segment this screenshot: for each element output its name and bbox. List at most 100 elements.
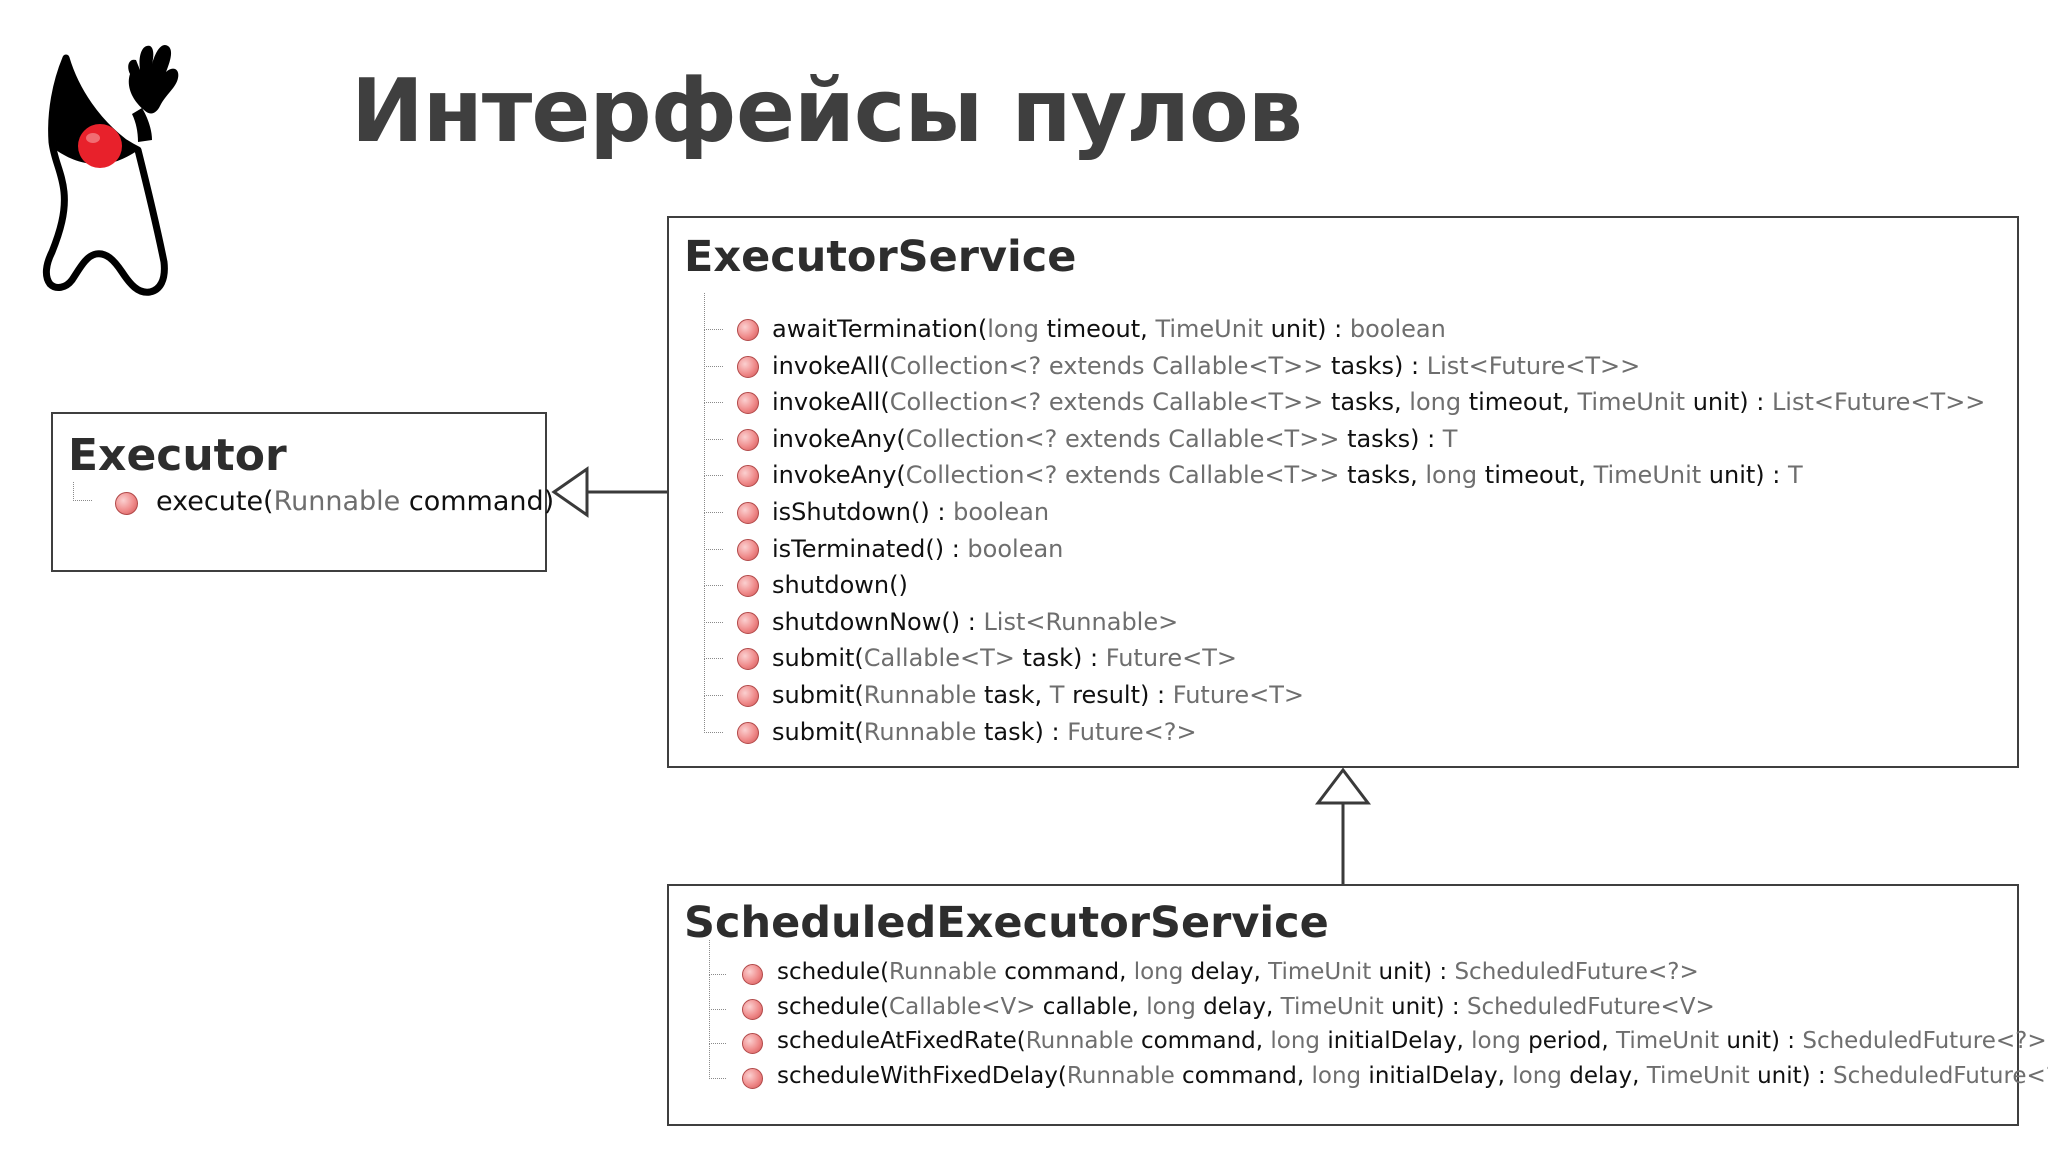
tree-connector [704, 549, 723, 587]
name-token: command, [1174, 1062, 1312, 1089]
inheritance-arrowhead-executor-service [1314, 767, 1372, 805]
tree-connector [704, 622, 723, 660]
public-method-icon [742, 998, 763, 1020]
name-token: tasks, [1339, 461, 1426, 490]
type-token: ScheduledFuture<?> [1454, 959, 1699, 985]
name-token: submit( [772, 680, 864, 709]
interface-name: ExecutorService [684, 232, 1077, 282]
name-token: invokeAny( [772, 424, 906, 453]
method-signature: scheduleWithFixedDelay(Runnable command,… [777, 1063, 2048, 1089]
public-method-icon [737, 501, 759, 524]
name-token: unit) : [1263, 315, 1350, 343]
name-token: timeout, [1461, 388, 1578, 417]
method-signature: submit(Runnable task, T result) : Future… [772, 681, 1304, 709]
type-token: Collection<? extends Callable<T>> [889, 351, 1324, 380]
public-method-icon [737, 428, 759, 451]
name-token: shutdown() [772, 571, 908, 600]
type-token: ScheduledFuture<?> [1802, 1028, 2047, 1054]
type-token: Runnable [273, 486, 401, 517]
name-token: delay, [1195, 993, 1281, 1020]
method-signature: shutdownNow() : List<Runnable> [772, 608, 1178, 636]
name-token: schedule( [777, 959, 890, 985]
public-method-icon [737, 648, 759, 671]
name-token: delay, [1561, 1062, 1647, 1089]
interface-name: Executor [68, 430, 287, 481]
name-token: task) : [1014, 644, 1106, 673]
tree-connector [704, 329, 723, 367]
public-method-icon [737, 721, 759, 744]
name-token: execute( [156, 486, 274, 517]
name-token: invokeAny( [772, 461, 906, 490]
method-signature: shutdown() [772, 571, 908, 599]
type-token: Runnable [1066, 1062, 1175, 1089]
method-signature: submit(Callable<T> task) : Future<T> [772, 644, 1237, 672]
type-token: TimeUnit [1280, 993, 1384, 1020]
name-token: shutdownNow() : [772, 607, 984, 636]
name-token: unit) : [1749, 1062, 1834, 1089]
type-token: T [1049, 680, 1065, 709]
name-token: scheduleWithFixedDelay( [777, 1062, 1067, 1089]
name-token: schedule( [777, 993, 890, 1020]
slide-title: Интерфейсы пулов [351, 60, 1303, 162]
public-method-icon [742, 1033, 763, 1054]
name-token: awaitTermination( [772, 315, 988, 343]
type-token: TimeUnit [1646, 1062, 1750, 1089]
type-token: Future<T> [1105, 644, 1238, 673]
type-token: Collection<? extends Callable<T>> [905, 461, 1340, 490]
tree-connector [704, 585, 723, 623]
public-method-icon [737, 319, 759, 341]
name-token: unit) : [1701, 461, 1789, 490]
interface-scheduled-executor-service: ScheduledExecutorService schedule(Runnab… [667, 884, 2048, 1126]
tree-connector [704, 475, 723, 513]
name-token: invokeAll( [772, 388, 890, 417]
public-method-icon [115, 492, 138, 515]
name-token: submit( [772, 644, 864, 673]
name-token: tasks, [1323, 388, 1410, 417]
type-token: List<Future<T>> [1771, 388, 1986, 417]
tree-connector [709, 1043, 726, 1079]
interface-executor: Executor execute(Runnable command) [51, 412, 554, 572]
tree-connector [704, 439, 723, 477]
name-token: unit) : [1383, 993, 1467, 1020]
type-token: Runnable [863, 717, 977, 746]
tree-connector [73, 482, 92, 501]
type-token: TimeUnit [1616, 1028, 1720, 1054]
name-token: unit) : [1719, 1028, 1803, 1054]
type-token: boolean [967, 534, 1064, 563]
type-token: Runnable [889, 959, 997, 985]
name-token: command, [996, 959, 1134, 985]
public-method-icon [742, 964, 763, 985]
type-token: T [1788, 461, 1803, 490]
method-signature: execute(Runnable command) [156, 486, 554, 517]
name-token: delay, [1183, 959, 1269, 985]
tree-connector [704, 366, 723, 404]
type-token: long [1146, 993, 1196, 1020]
type-token: Future<T> [1172, 680, 1305, 709]
type-token: Collection<? extends Callable<T>> [905, 424, 1340, 453]
public-method-icon [742, 1067, 763, 1089]
public-method-icon [737, 684, 759, 707]
name-token: unit) : [1685, 388, 1772, 417]
type-token: TimeUnit [1593, 461, 1702, 490]
method-signature: invokeAny(Collection<? extends Callable<… [772, 425, 1457, 453]
type-token: TimeUnit [1268, 959, 1372, 985]
name-token: submit( [772, 717, 864, 746]
name-token: scheduleAtFixedRate( [777, 1028, 1026, 1054]
public-method-icon [737, 538, 759, 561]
method-signature: invokeAll(Collection<? extends Callable<… [772, 352, 1640, 380]
method-signature: invokeAll(Collection<? extends Callable<… [772, 388, 1985, 416]
name-token: callable, [1035, 993, 1147, 1020]
name-token: isTerminated() : [772, 534, 968, 563]
type-token: Runnable [863, 680, 977, 709]
name-token: initialDelay, [1320, 1028, 1472, 1054]
type-token: Runnable [1025, 1028, 1134, 1054]
method-signature: scheduleAtFixedRate(Runnable command, lo… [777, 1028, 2047, 1054]
type-token: List<Runnable> [983, 607, 1179, 636]
type-token: ScheduledFuture<?> [1833, 1062, 2048, 1089]
type-token: TimeUnit [1577, 388, 1686, 417]
tree-connector [704, 658, 723, 696]
interface-name: ScheduledExecutorService [684, 898, 1329, 948]
name-token: timeout, [1477, 461, 1594, 490]
public-method-icon [737, 611, 759, 634]
tree-connector [709, 974, 726, 1010]
